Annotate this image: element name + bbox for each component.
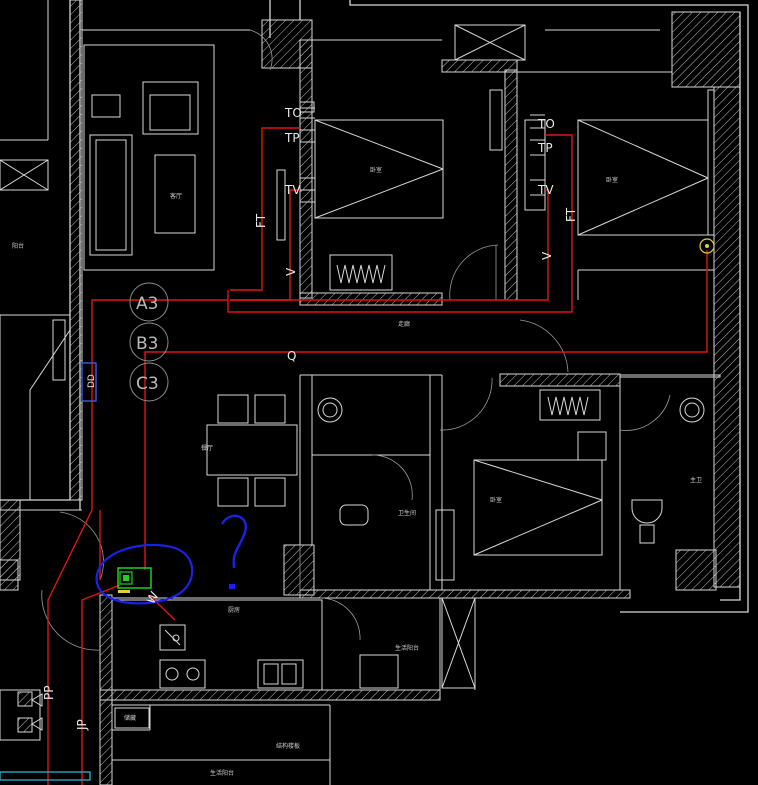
living-room-furniture	[83, 44, 215, 271]
room-label-kitchen: 厨房	[228, 606, 240, 614]
outlet-tp-1: TP	[284, 131, 300, 145]
room-label-structure-slab: 结构楼板	[276, 742, 300, 750]
outlet-tv-1: TV	[284, 183, 301, 197]
structural-columns	[0, 0, 741, 785]
bedroom-2	[489, 89, 715, 236]
cable-label-jp: JP	[75, 719, 89, 731]
grid-bubbles	[129, 282, 169, 402]
room-label-service-balcony: 生活阳台	[395, 644, 419, 652]
bedroom-1	[276, 101, 444, 291]
vent-fixture	[699, 238, 715, 254]
room-label-service-balcony-2: 生活阳台	[210, 769, 234, 777]
door-swings	[41, 29, 671, 651]
room-label-corridor: 走廊	[398, 320, 410, 328]
cable-label-ft-1: FT	[254, 213, 268, 228]
riser-markers	[0, 689, 91, 781]
review-markup	[95, 514, 247, 605]
room-label-bedroom-1: 卧室	[370, 166, 382, 174]
bubble-a3: A3	[136, 294, 158, 314]
cable-label-dd: DD	[87, 374, 97, 388]
dd-junction-box	[81, 362, 97, 402]
outlet-to-1: TO	[284, 106, 302, 120]
cable-routing	[47, 127, 708, 785]
dining-table	[206, 394, 298, 507]
room-label-bath-1: 卫生间	[398, 509, 416, 517]
cable-label-ft-2: FT	[564, 207, 578, 222]
cable-label-pp: PP	[42, 686, 56, 700]
outlet-to-2: TO	[537, 117, 555, 131]
outlet-tv-2: TV	[537, 183, 554, 197]
room-label-dining: 餐厅	[201, 444, 213, 452]
bedroom-3	[435, 389, 607, 581]
bathroom-fixtures	[317, 374, 721, 544]
room-label-balcony-left: 阳台	[12, 242, 24, 250]
room-label-bath-2: 主卫	[690, 476, 702, 484]
bubble-c3: C3	[136, 374, 159, 394]
outlet-tp-2: TP	[537, 141, 553, 155]
kitchen-fixtures	[111, 599, 399, 729]
exterior-walls	[0, 0, 749, 613]
bubble-b3: B3	[136, 334, 158, 354]
room-label-storage: 储藏	[124, 714, 136, 722]
outlets-group-1	[300, 107, 315, 203]
room-label-living: 客厅	[170, 192, 182, 200]
outlets-group-2	[530, 114, 545, 211]
cable-label-q: Q	[287, 349, 296, 363]
room-label-bedroom-2: 卧室	[606, 176, 618, 184]
cable-label-v-2: V	[540, 251, 554, 260]
distribution-panel	[117, 567, 152, 593]
cable-label-v-1: V	[284, 267, 298, 276]
room-label-bedroom-3: 卧室	[490, 496, 502, 504]
left-balcony-fixtures	[0, 314, 71, 501]
interior-walls	[0, 24, 714, 785]
